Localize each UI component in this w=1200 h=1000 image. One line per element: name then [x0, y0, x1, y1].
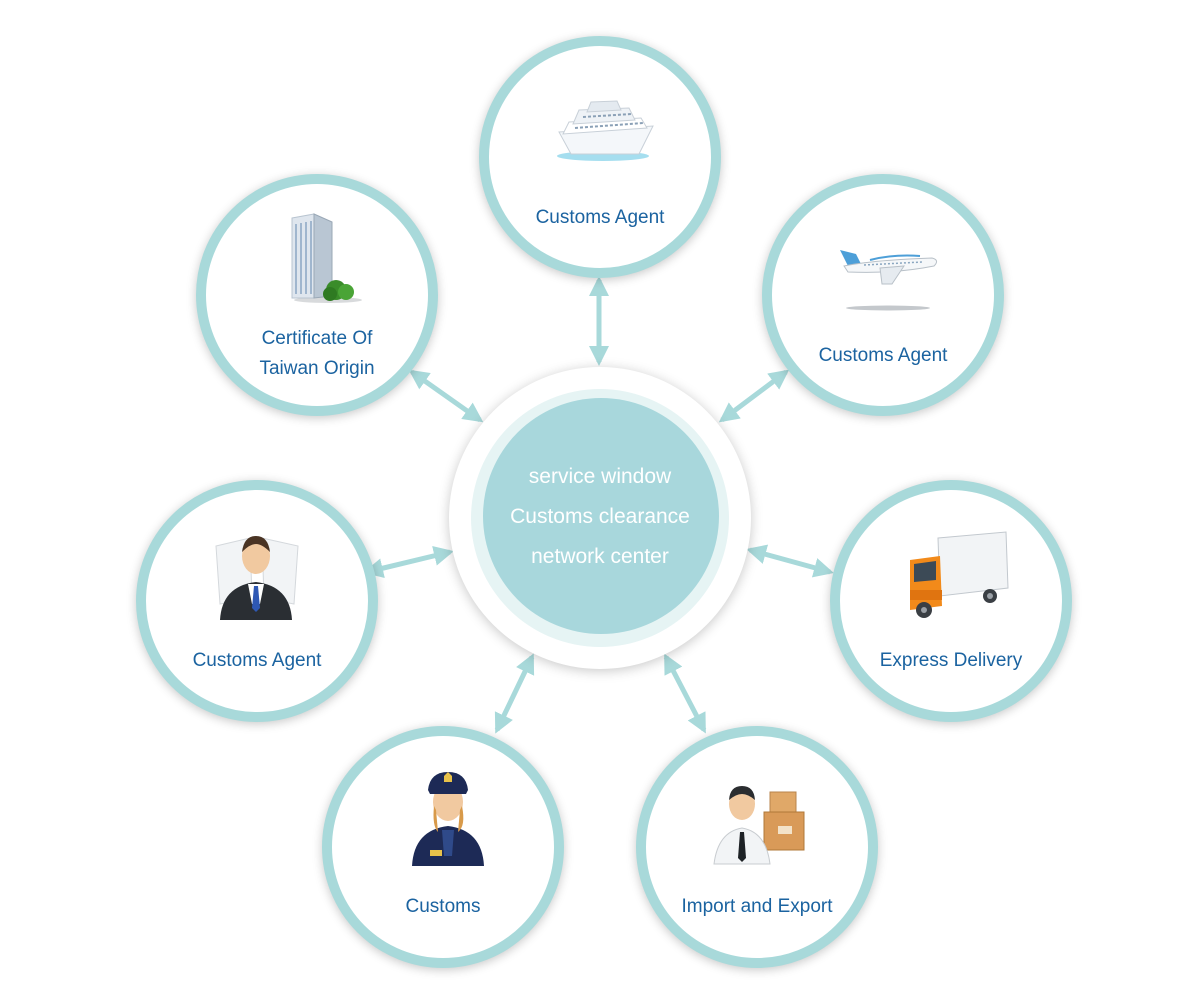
node-customs-agent-ship: Customs Agent [479, 36, 721, 278]
node-label-line-1: Certificate Of [261, 328, 373, 349]
arrow-center-import [663, 653, 707, 734]
node-express-delivery: Express Delivery [830, 480, 1072, 722]
node-label: Customs [405, 896, 481, 917]
node-customs: Customs [322, 726, 564, 968]
arrow-center-plane [718, 369, 790, 423]
arrow-center-customs [494, 653, 535, 734]
node-label: Customs Agent [535, 207, 665, 228]
node-label: Import and Export [681, 896, 833, 917]
cruise-ship-icon [557, 100, 654, 161]
police-officer-icon [412, 772, 484, 866]
node-label: Customs Agent [192, 650, 322, 671]
worker-with-boxes-icon [713, 786, 805, 865]
arrow-center-truck [746, 544, 834, 578]
center-label-line-1: service window [528, 465, 672, 488]
center-label-line-3: network center [531, 545, 669, 568]
node-customs-agent-plane: Customs Agent [762, 174, 1004, 416]
center-label-line-2: Customs clearance [510, 505, 690, 528]
delivery-truck-icon [910, 531, 1009, 618]
node-label-line-2: Taiwan Origin [259, 358, 375, 379]
office-building-icon [291, 213, 362, 303]
node-customs-agent-businessman: Customs Agent [136, 480, 378, 722]
node-import-export: Import and Export [636, 726, 878, 968]
arrow-center-agent [363, 546, 454, 578]
airplane-icon [840, 250, 938, 311]
node-label: Express Delivery [879, 650, 1023, 671]
node-label: Customs Agent [818, 345, 948, 366]
node-certificate-taiwan-origin: Certificate Of Taiwan Origin [196, 174, 438, 416]
businessman-icon [215, 536, 299, 620]
center-hub-core [483, 398, 719, 634]
arrow-center-building [408, 369, 484, 423]
